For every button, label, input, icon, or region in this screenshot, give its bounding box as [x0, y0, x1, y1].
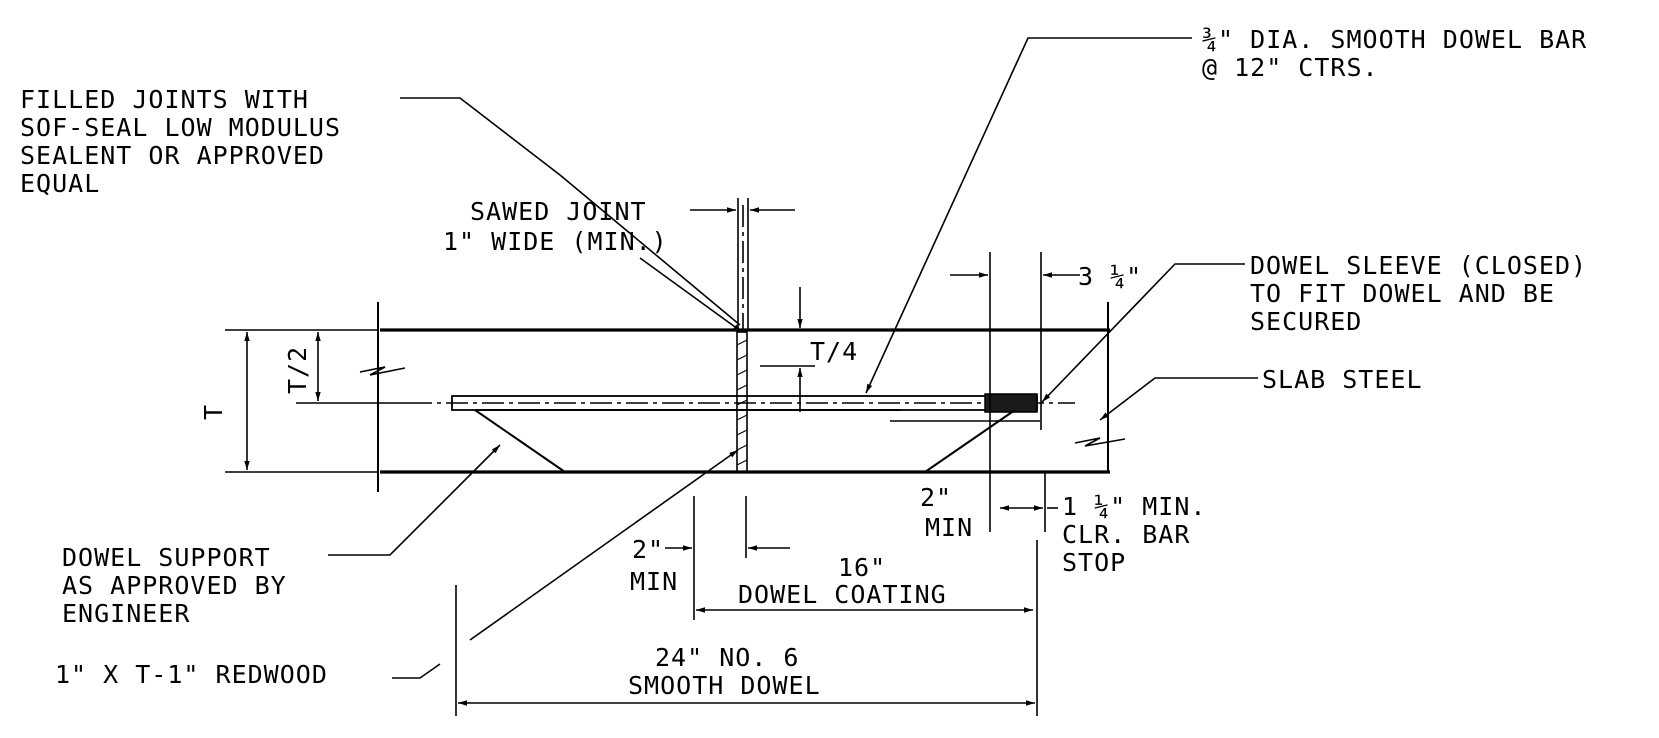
two-min-right-label-2: MIN: [925, 513, 973, 542]
filled-joints-line-1: FILLED JOINTS WITH: [20, 85, 309, 114]
two-min-left-label-2: MIN: [630, 567, 678, 596]
filled-joints-line-2: SOF-SEAL LOW MODULUS: [20, 113, 341, 142]
two-min-left-label-1: 2": [632, 535, 664, 564]
dowel-support-label-1: DOWEL SUPPORT: [62, 543, 271, 572]
dowel-support: [474, 409, 566, 473]
dowel-bar-label-2: @ 12" CTRS.: [1202, 53, 1379, 82]
left-break-mark: [359, 366, 406, 376]
dowel-bar-label-1: ¾" DIA. SMOOTH DOWEL BAR: [1202, 25, 1587, 54]
t-label: T: [199, 404, 228, 420]
dowel-coating-label-2: DOWEL COATING: [738, 580, 947, 609]
redwood-label: 1" X T-1" REDWOOD: [55, 660, 328, 689]
slab-steel-label: SLAB STEEL: [1262, 365, 1423, 394]
dowel-sleeve-label-3: SECURED: [1250, 307, 1362, 336]
clr-bar-stop-label-2: CLR. BAR: [1062, 520, 1190, 549]
dowel-support-label-3: ENGINEER: [62, 599, 190, 628]
dowel-sleeve-leader: [1041, 263, 1245, 403]
filled-joints-line-4: EQUAL: [20, 169, 100, 198]
two-min-right-label-1: 2": [920, 483, 952, 512]
redwood-leader: [392, 663, 441, 679]
smooth-dowel-label-2: SMOOTH DOWEL: [628, 671, 821, 700]
clr-bar-stop-label-1: 1 ¼" MIN.: [1062, 492, 1206, 521]
redwood-leader-long: [469, 449, 739, 641]
filled-joints-leader: [400, 97, 741, 326]
sawed-joint-leader: [639, 257, 743, 333]
three-quarter-label: 3 ¼": [1078, 262, 1142, 291]
smooth-dowel-label-1: 24" NO. 6: [655, 643, 799, 672]
dowel-support-leader: [328, 444, 501, 556]
right-break-mark: [1074, 437, 1126, 447]
t-quarter-label: T/4: [810, 337, 858, 366]
sawed-joint-label-2: 1" WIDE (MIN.): [443, 227, 668, 256]
t-half-label: T/2: [283, 346, 312, 394]
clr-bar-stop-label-3: STOP: [1062, 548, 1126, 577]
dowel-sleeve-label-1: DOWEL SLEEVE (CLOSED): [1250, 251, 1587, 280]
dowel-coating-label-1: 16": [838, 553, 886, 582]
slab-steel-leader: [1099, 377, 1258, 421]
dowel-bar-leader: [865, 37, 1192, 394]
dowel-support-right-leg: [924, 409, 1016, 473]
sawed-joint-label-1: SAWED JOINT: [470, 197, 647, 226]
dowel-sleeve: [984, 393, 1038, 413]
dowel-support-label-2: AS APPROVED BY: [62, 571, 287, 600]
filled-joints-line-3: SEALENT OR APPROVED: [20, 141, 325, 170]
dowel-sleeve-label-2: TO FIT DOWEL AND BE: [1250, 279, 1555, 308]
